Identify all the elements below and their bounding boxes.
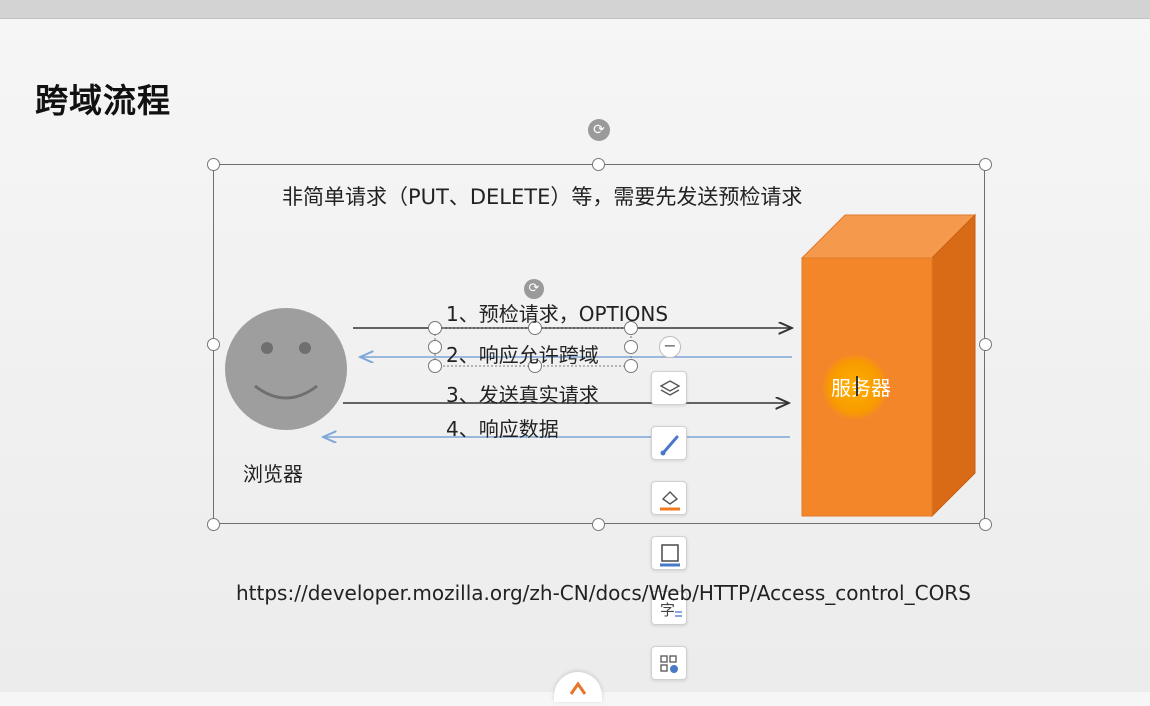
step-2-label[interactable]: 2、响应允许跨域 bbox=[446, 343, 599, 367]
assistant-float-icon[interactable] bbox=[554, 672, 602, 702]
collapse-minus-icon[interactable]: − bbox=[659, 336, 681, 358]
resize-handle[interactable] bbox=[207, 338, 220, 351]
fill-icon bbox=[660, 491, 680, 511]
apps-icon bbox=[660, 655, 678, 673]
svg-text:字: 字 bbox=[660, 601, 675, 619]
mdn-url: https://developer.mozilla.org/zh-CN/docs… bbox=[236, 581, 971, 605]
cursor-highlight bbox=[822, 354, 888, 420]
text-cursor-icon bbox=[856, 376, 858, 396]
precheck-note: 非简单请求（PUT、DELETE）等，需要先发送预检请求 bbox=[282, 185, 803, 209]
resize-handle[interactable] bbox=[979, 158, 992, 171]
translate-button[interactable]: 字 bbox=[651, 591, 687, 625]
browser-label: 浏览器 bbox=[243, 462, 303, 486]
resize-handle[interactable] bbox=[207, 158, 220, 171]
rotate-handle-icon[interactable]: ⟳ bbox=[588, 119, 610, 141]
layers-icon bbox=[659, 380, 681, 396]
resize-handle[interactable] bbox=[592, 518, 605, 531]
step-3-label: 3、发送真实请求 bbox=[446, 383, 599, 407]
resize-handle[interactable] bbox=[592, 158, 605, 171]
brush-icon bbox=[660, 435, 679, 456]
brush-button[interactable] bbox=[651, 426, 687, 460]
border-button[interactable] bbox=[651, 536, 687, 570]
step-4-label: 4、响应数据 bbox=[446, 417, 559, 441]
top-bar bbox=[0, 0, 1150, 19]
resize-handle[interactable] bbox=[979, 518, 992, 531]
translate-icon: 字 bbox=[660, 601, 682, 619]
resize-handle[interactable] bbox=[979, 338, 992, 351]
resize-handle[interactable] bbox=[207, 518, 220, 531]
server-label: 服务器 bbox=[831, 376, 891, 400]
selection-frame[interactable] bbox=[213, 164, 985, 524]
text-rotate-handle-icon[interactable]: ⟳ bbox=[524, 279, 544, 299]
apps-button[interactable] bbox=[651, 646, 687, 680]
layers-button[interactable] bbox=[651, 371, 687, 405]
border-icon bbox=[660, 544, 680, 567]
slide-title: 跨域流程 bbox=[35, 81, 171, 120]
step-1-label: 1、预检请求，OPTIONS bbox=[446, 302, 669, 326]
fill-button[interactable] bbox=[651, 481, 687, 515]
